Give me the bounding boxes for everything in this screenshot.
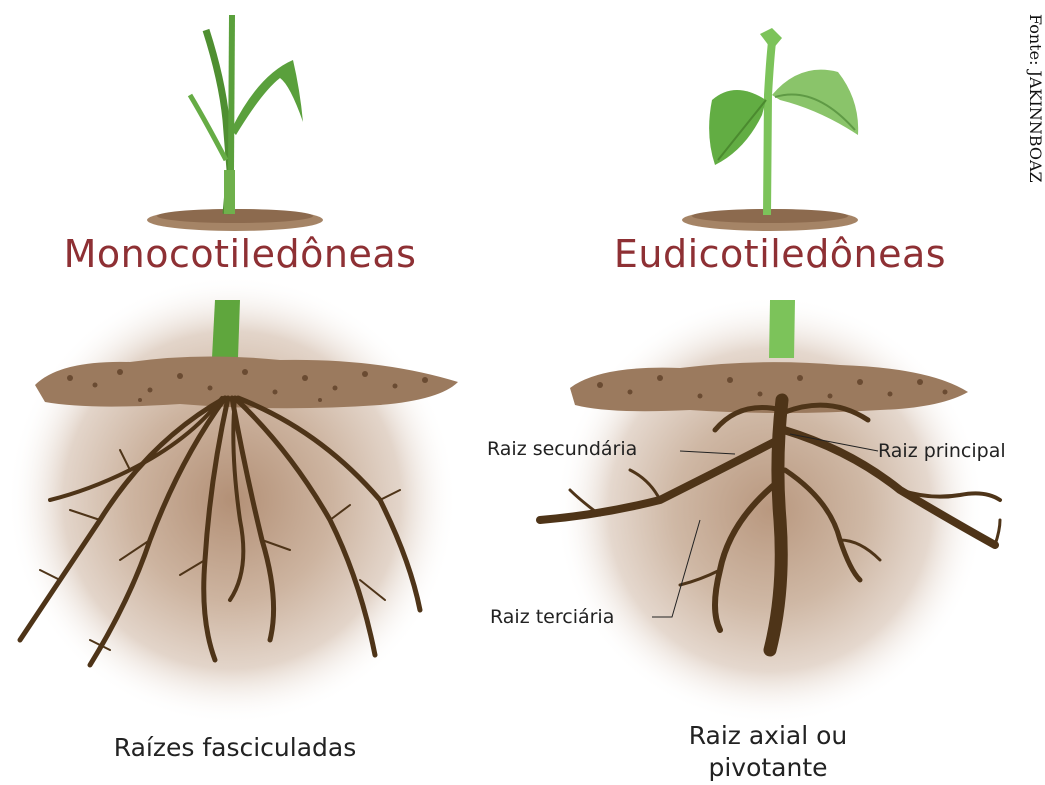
fibrous-roots-caption: Raízes fasciculadas <box>114 732 356 764</box>
fibrous-root-system <box>7 275 458 725</box>
taproot-caption: Raiz axial ou pivotante <box>689 720 848 784</box>
taproot-caption-line1: Raiz axial ou <box>689 720 848 752</box>
monocot-seedling <box>147 15 323 231</box>
dicot-seedling <box>682 28 858 231</box>
taproot-caption-line2: pivotante <box>689 752 848 784</box>
dicot-title: Eudicotiledôneas <box>614 232 946 276</box>
label-tertiary-root: Raiz terciária <box>490 606 614 628</box>
label-secondary-root: Raiz secundária <box>487 438 637 460</box>
taproot-system <box>540 295 1000 725</box>
label-main-root: Raiz principal <box>878 440 1006 462</box>
source-credit: Fonte: JAKINNBOAZ <box>1015 14 1045 254</box>
monocot-title: Monocotiledôneas <box>64 232 417 276</box>
